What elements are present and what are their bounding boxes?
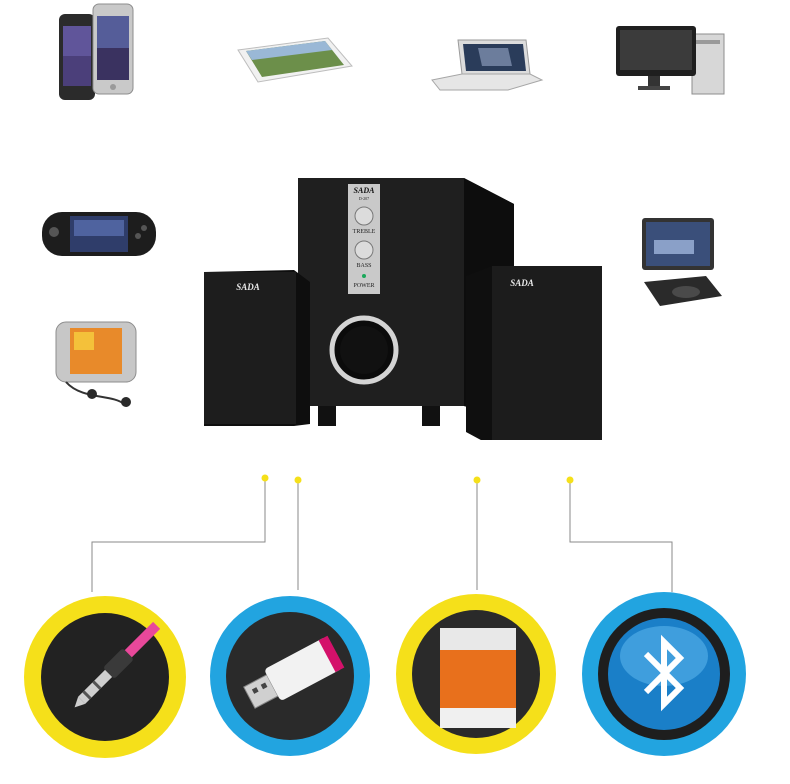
treble-label: TREBLE	[353, 229, 376, 235]
subwoofer-brand-label: SADA	[354, 186, 376, 195]
left-speaker-brand: SADA	[236, 282, 260, 292]
speaker-system	[204, 178, 602, 440]
power-label: POWER	[354, 283, 375, 289]
subwoofer	[298, 178, 514, 426]
game-console-icon	[42, 212, 156, 256]
right-speaker-brand: SADA	[510, 278, 534, 288]
laptop-icon	[431, 39, 544, 91]
usb-drive-icon	[210, 596, 370, 756]
speaker-labels: SADA D-207 TREBLE BASS POWER SADA SADA	[236, 186, 534, 292]
mp4-player-icon	[55, 321, 137, 407]
connector-lines	[91, 474, 673, 592]
portable-dvd-icon	[642, 218, 722, 306]
memory-card-icon	[396, 594, 556, 754]
desktop-computer-icon	[616, 26, 725, 95]
tablet-icon	[237, 37, 353, 83]
right-speaker	[466, 266, 602, 440]
bass-label: BASS	[356, 263, 371, 269]
audio-jack-icon	[24, 596, 186, 758]
bluetooth-icon	[582, 592, 746, 756]
smartphone-icon	[59, 3, 134, 100]
left-speaker	[204, 270, 310, 426]
model-label: D-207	[359, 196, 369, 201]
